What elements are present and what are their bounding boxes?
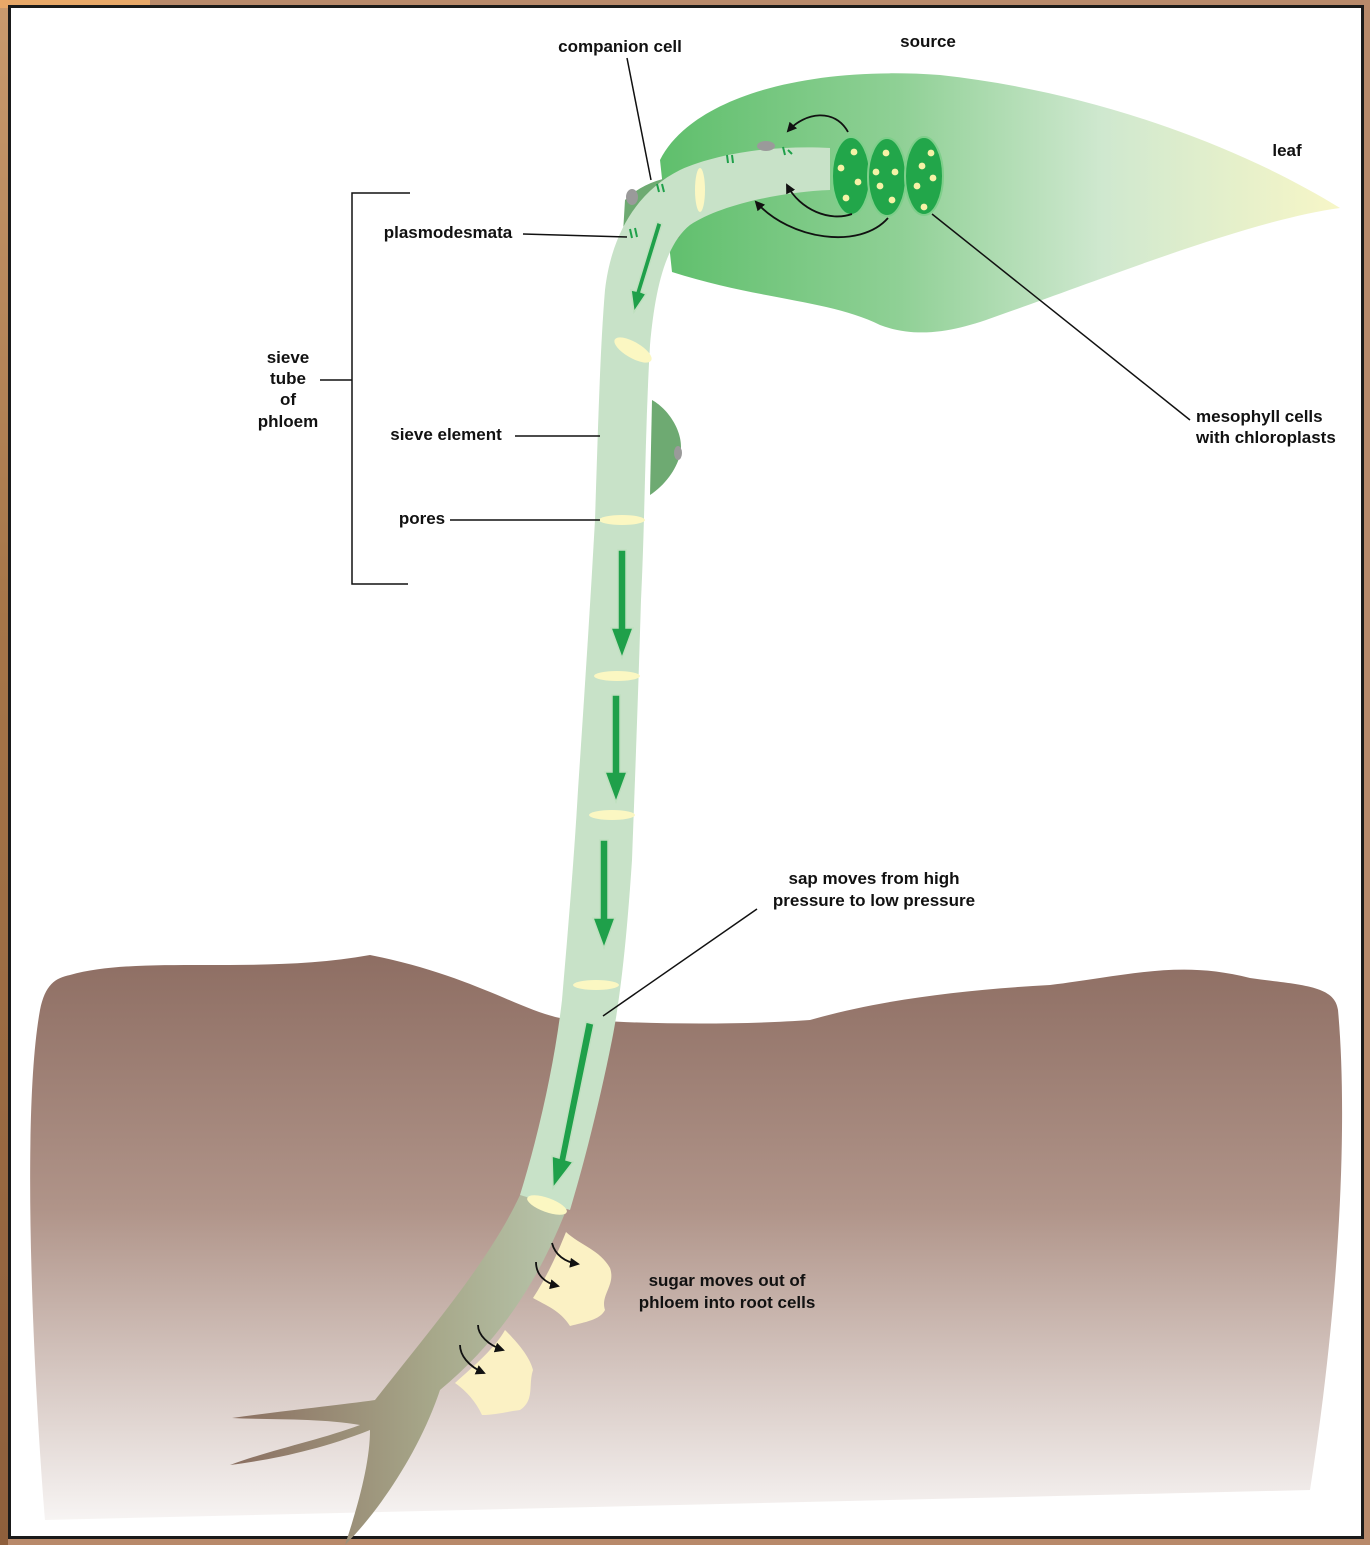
label-source: source	[900, 32, 956, 51]
soil	[30, 955, 1342, 1520]
label-tube: tube	[270, 369, 306, 388]
companion-dot	[626, 189, 638, 205]
label-sugar-line1: sugar moves out of	[649, 1271, 806, 1290]
label-leaf: leaf	[1272, 141, 1302, 160]
label-pores: pores	[399, 509, 445, 528]
label-mesophyll-line2: with chloroplasts	[1195, 428, 1336, 447]
pore	[695, 168, 705, 212]
label-plasmodesmata: plasmodesmata	[384, 223, 513, 242]
label-sap-line2: pressure to low pressure	[773, 891, 975, 910]
label-sieve: sieve	[267, 348, 310, 367]
companion-dot	[757, 141, 775, 151]
leaf	[660, 73, 1340, 332]
sieve-tube-bracket	[320, 193, 410, 584]
label-sugar-line2: phloem into root cells	[639, 1293, 816, 1312]
label-sap-line1: sap moves from high	[789, 869, 960, 888]
pore	[599, 515, 645, 525]
pore	[573, 980, 619, 990]
label-companion-cell: companion cell	[558, 37, 682, 56]
label-phloem: phloem	[258, 412, 318, 431]
pore	[594, 671, 640, 681]
pore	[589, 810, 635, 820]
label-mesophyll-line1: mesophyll cells	[1196, 407, 1323, 426]
label-of: of	[280, 390, 296, 409]
label-sieve-element: sieve element	[390, 425, 502, 444]
mesophyll-cells	[832, 137, 943, 216]
companion-dot	[674, 446, 682, 460]
